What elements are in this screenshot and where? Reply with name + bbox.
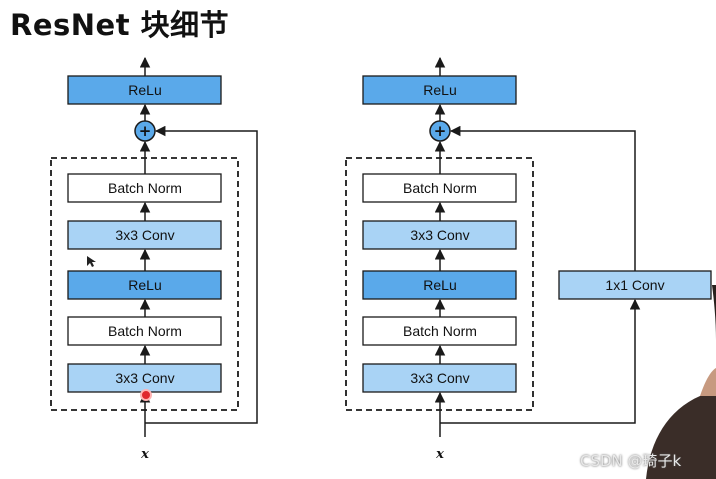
right-block: ReLu Batch Norm 3x3 Conv ReLu Batch Norm… [345,56,712,462]
right-conv-top-label: 3x3 Conv [410,227,469,243]
left-conv-top-label: 3x3 Conv [115,227,174,243]
right-add-symbol: + [434,122,447,140]
right-relu-mid-box [362,270,517,300]
right-shortcut-to-conv [440,298,641,424]
right-shortcut-to-add [449,125,636,271]
presenter-overlay [646,285,716,479]
cursor-dot-icon [140,389,152,401]
left-skip-connection [145,125,258,424]
left-output-relu-label: ReLu [128,82,161,98]
left-batchnorm-bottom-box [67,316,222,346]
right-batchnorm-top-label: Batch Norm [403,180,477,196]
right-input-label: x [435,447,444,462]
left-batchnorm-top-label: Batch Norm [108,180,182,196]
right-shortcut-conv-box [558,270,712,300]
left-conv-top-box [67,220,222,250]
page-title: ResNet 块细节 [10,8,230,42]
right-relu-mid-label: ReLu [423,277,456,293]
left-add-symbol: + [139,122,152,140]
right-conv-bottom-box [362,363,517,393]
right-output-relu-box [362,75,517,105]
left-block: ReLu Batch Norm 3x3 Conv ReLu Batch Norm… [50,56,258,462]
left-relu-mid-label: ReLu [128,277,161,293]
left-input-label: x [140,447,149,462]
right-shortcut-conv-label: 1x1 Conv [605,277,664,293]
right-batchnorm-bottom-label: Batch Norm [403,323,477,339]
left-output-relu-box [67,75,222,105]
right-conv-bottom-label: 3x3 Conv [410,370,469,386]
left-batchnorm-bottom-label: Batch Norm [108,323,182,339]
watermark-text: CSDN @琦子k [580,452,682,470]
left-conv-bottom-label: 3x3 Conv [115,370,174,386]
right-output-relu-label: ReLu [423,82,456,98]
mouse-pointer-icon [87,256,96,267]
